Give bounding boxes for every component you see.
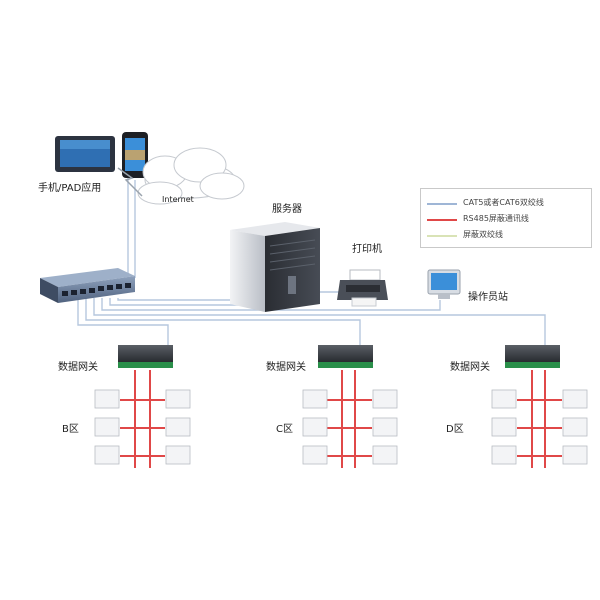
gateway-d xyxy=(505,345,560,368)
label-zone-b: B区 xyxy=(62,424,79,435)
legend-text-cat5: CAT5或者CAT6双绞线 xyxy=(463,198,544,207)
label-operator: 操作员站 xyxy=(468,292,508,303)
rs485-buses xyxy=(120,370,562,468)
legend: CAT5或者CAT6双绞线 RS485屏蔽通讯线 屏蔽双绞线 xyxy=(420,188,592,248)
meter-modules xyxy=(94,389,588,465)
legend-line-cat5 xyxy=(427,203,457,205)
label-zone-d: D区 xyxy=(446,424,464,435)
lightning-icon xyxy=(117,167,143,197)
phone-icon xyxy=(122,132,148,178)
label-printer: 打印机 xyxy=(352,244,382,255)
label-mobile-app: 手机/PAD应用 xyxy=(38,183,102,194)
gateway-c xyxy=(318,345,373,368)
legend-item-shield: 屏蔽双绞线 xyxy=(427,229,587,241)
cloud-icon xyxy=(137,147,245,205)
label-server: 服务器 xyxy=(272,204,302,215)
legend-item-cat5: CAT5或者CAT6双绞线 xyxy=(427,197,587,209)
legend-text-rs485: RS485屏蔽通讯线 xyxy=(463,214,529,223)
legend-item-rs485: RS485屏蔽通讯线 xyxy=(427,213,587,225)
label-zone-c: C区 xyxy=(276,424,293,435)
legend-text-shield: 屏蔽双绞线 xyxy=(463,230,503,239)
monitor-icon xyxy=(427,269,461,299)
printer-icon xyxy=(337,269,388,307)
network-switch-icon xyxy=(40,268,135,303)
server-icon xyxy=(230,222,320,312)
tablet-icon xyxy=(55,136,115,172)
legend-line-shield xyxy=(427,235,457,237)
gateway-b xyxy=(118,345,173,368)
legend-line-rs485 xyxy=(427,219,457,221)
label-gateway-b: 数据网关 xyxy=(58,362,98,373)
label-internet: Internet xyxy=(162,195,194,204)
label-gateway-c: 数据网关 xyxy=(266,362,306,373)
label-gateway-d: 数据网关 xyxy=(450,362,490,373)
